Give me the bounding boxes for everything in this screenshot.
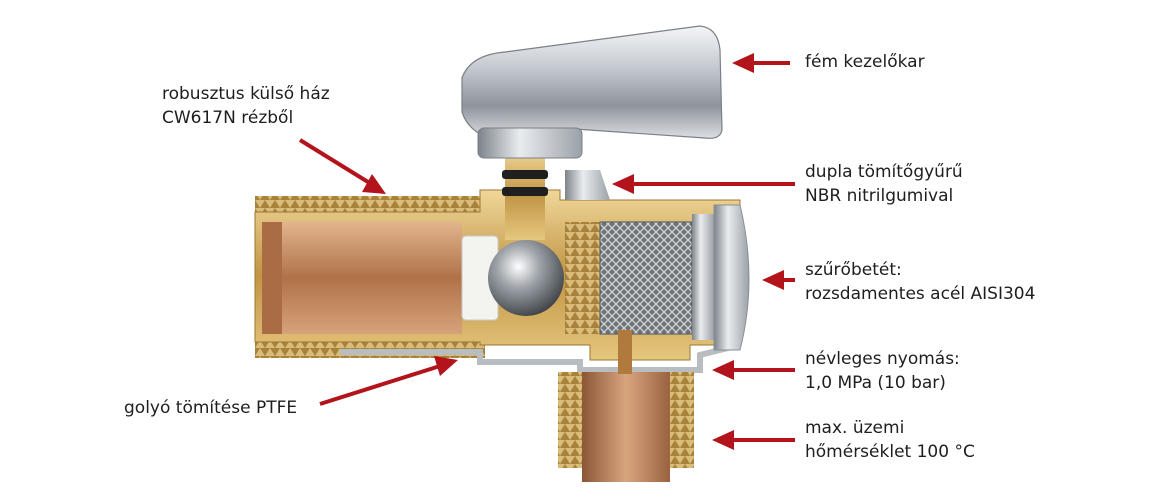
label-temp-line-1: max. üzemi	[805, 418, 905, 438]
label-oring: dupla tömítőgyűrű NBR nitrilgumival	[805, 160, 963, 208]
housing-chrome-edge	[340, 342, 741, 373]
label-housing-line-1: robusztus külső ház	[162, 84, 330, 104]
arrow-oring-head	[612, 174, 634, 194]
plug-rings	[692, 214, 714, 340]
valve-cross-section	[254, 25, 750, 482]
filter-mesh	[599, 221, 693, 335]
arrow-handle-head	[732, 53, 754, 73]
label-ball-line-1: golyó tömítése PTFE	[124, 398, 298, 418]
label-filter: szűrőbetét: rozsdamentes acél AISI304	[805, 258, 1035, 306]
arrow-housing	[298, 138, 370, 184]
inlet-thread-top	[255, 196, 485, 212]
arrow-pressure-head	[712, 360, 734, 380]
arrow-temp-head	[712, 430, 734, 450]
stem-oring-1	[502, 170, 548, 179]
label-temp: max. üzemi hőmérséklet 100 °C	[805, 416, 975, 464]
arrow-ball-head	[434, 356, 458, 376]
arrow-ball	[319, 364, 441, 406]
label-handle-line-1: fém kezelőkar	[805, 52, 925, 72]
label-ball: golyó tömítése PTFE	[124, 396, 297, 420]
filter-insert-thread	[565, 222, 600, 334]
outlet-bore	[582, 372, 670, 482]
label-filter-line-1: szűrőbetét:	[805, 260, 902, 280]
label-pressure-line-1: névleges nyomás:	[805, 349, 960, 369]
outlet-bore-slot	[618, 330, 632, 374]
inlet-bore	[262, 222, 462, 334]
label-oring-line-2: NBR nitrilgumival	[805, 186, 954, 206]
label-pressure: névleges nyomás: 1,0 MPa (10 bar)	[805, 347, 960, 395]
label-housing-line-2: CW617N rézből	[162, 108, 294, 128]
label-housing: robusztus külső ház CW617N rézből	[162, 82, 330, 130]
handle-hub	[477, 127, 583, 159]
valve-ball	[488, 240, 564, 316]
stem-oring-2	[502, 187, 548, 196]
arrow-filter-head	[762, 270, 784, 290]
callout-arrows	[298, 53, 795, 450]
label-pressure-line-2: 1,0 MPa (10 bar)	[805, 373, 946, 393]
label-handle: fém kezelőkar	[805, 50, 925, 74]
inlet-bore-ring	[262, 222, 282, 334]
label-oring-line-1: dupla tömítőgyűrű	[805, 162, 963, 182]
label-filter-line-2: rozsdamentes acél AISI304	[805, 284, 1036, 304]
arrow-housing-head	[362, 174, 386, 194]
metal-handle	[461, 25, 723, 141]
label-temp-line-2: hőmérséklet 100 °C	[805, 442, 975, 462]
packing-nut	[565, 170, 610, 200]
end-cap	[713, 204, 750, 351]
